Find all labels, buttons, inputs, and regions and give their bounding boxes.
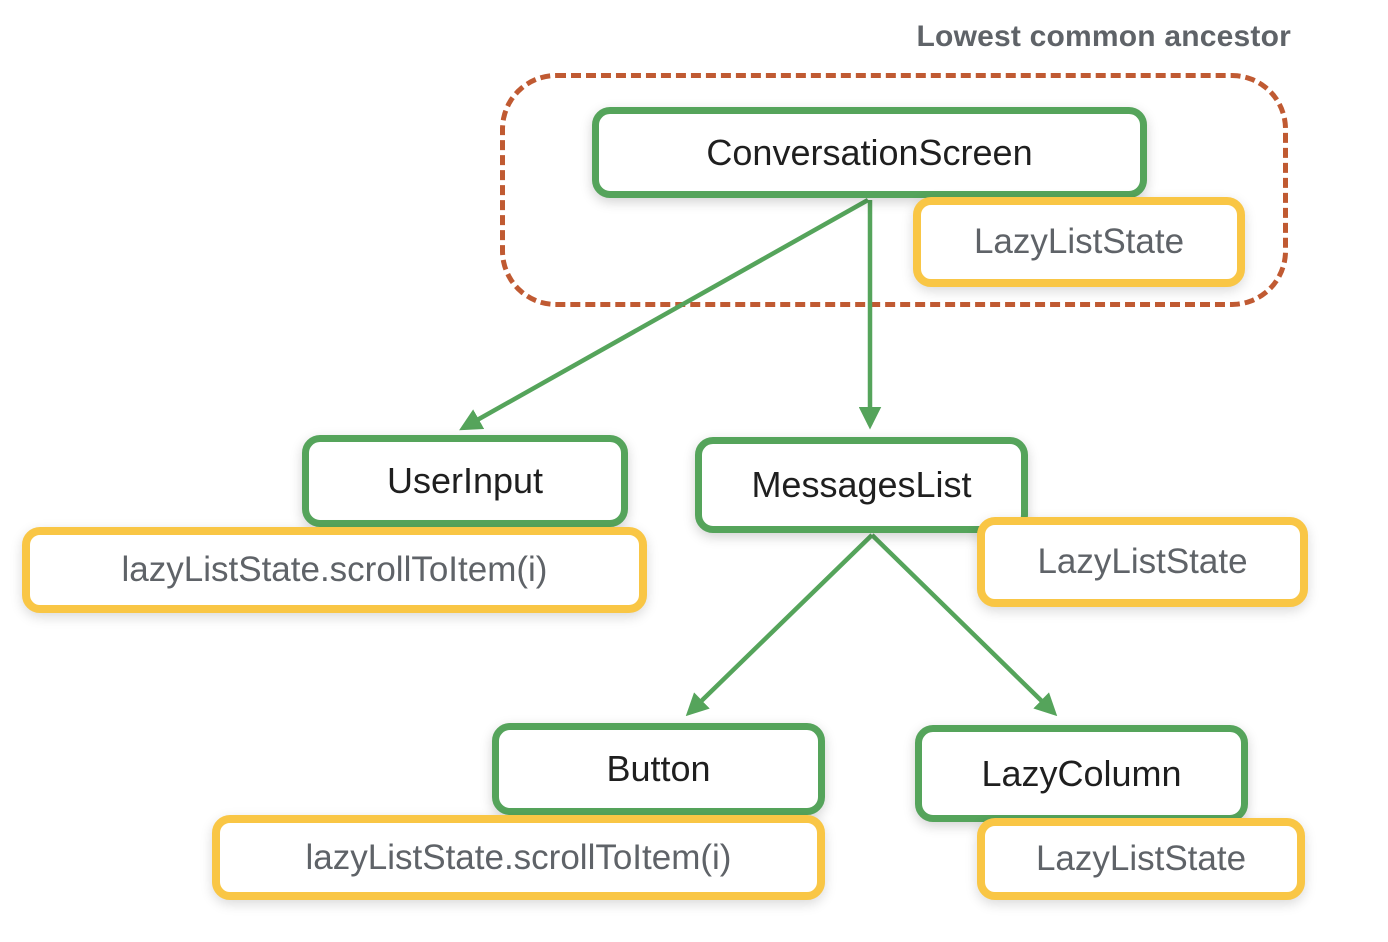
node-lazy-column-label: LazyColumn: [981, 752, 1182, 794]
state-box-user-input-call-label: lazyListState.scrollToItem(i): [121, 550, 548, 589]
lowest-common-ancestor-outline: [500, 73, 1288, 307]
state-box-button-call: lazyListState.scrollToItem(i): [212, 815, 825, 900]
state-box-user-input-call: lazyListState.scrollToItem(i): [22, 527, 647, 613]
node-user-input-label: UserInput: [386, 460, 544, 501]
state-box-conversation-screen-label: LazyListState: [973, 222, 1185, 261]
state-box-conversation-screen: LazyListState: [913, 197, 1245, 287]
node-lazy-column: LazyColumn: [915, 725, 1248, 822]
lowest-common-ancestor-label: Lowest common ancestor: [916, 20, 1291, 53]
edge-messageslist-button: [685, 533, 874, 717]
node-messages-list-label: MessagesList: [751, 464, 972, 505]
node-conversation-screen-label: ConversationScreen: [706, 131, 1033, 173]
node-button-label: Button: [606, 748, 711, 789]
state-box-lazy-column-label: LazyListState: [1035, 839, 1247, 878]
state-box-messages-list: LazyListState: [977, 517, 1308, 607]
node-conversation-screen: ConversationScreen: [592, 107, 1147, 198]
node-messages-list: MessagesList: [695, 437, 1028, 533]
node-user-input: UserInput: [302, 435, 628, 527]
state-box-lazy-column: LazyListState: [977, 818, 1305, 900]
node-button: Button: [492, 723, 825, 815]
state-box-messages-list-label: LazyListState: [1037, 542, 1248, 581]
state-box-button-call-label: lazyListState.scrollToItem(i): [305, 837, 732, 877]
